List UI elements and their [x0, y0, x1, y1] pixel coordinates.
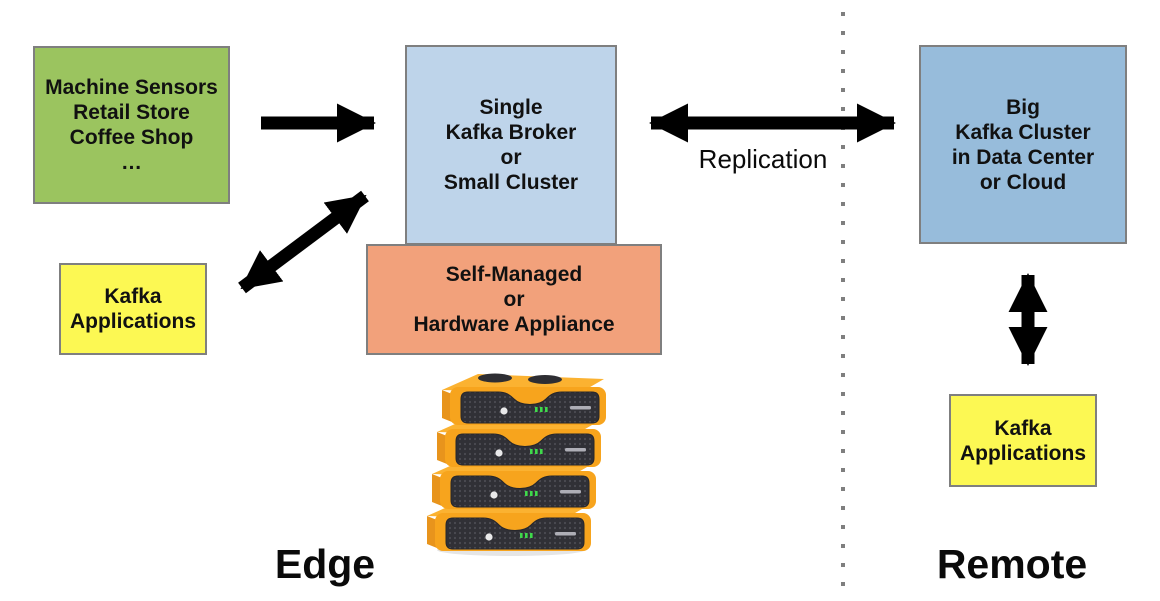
box-line: Self-Managed: [445, 263, 583, 286]
replication-label: Replication: [698, 144, 828, 174]
box-line: Applications: [959, 441, 1086, 465]
box-line: or: [503, 288, 525, 311]
arrow-edge-apps-broker-bidirectional: [238, 190, 369, 294]
box-line: Single: [479, 96, 543, 119]
box-self-managed-or-hardware-appliance: Self-Managed or Hardware Appliance: [366, 244, 662, 355]
box-single-kafka-broker: Single Kafka Broker or Small Cluster: [405, 45, 617, 245]
box-line: Small Cluster: [443, 171, 579, 194]
box-line: Big: [1006, 95, 1040, 119]
remote-region-label: Remote: [936, 541, 1088, 587]
box-line: or: [500, 146, 522, 169]
box-line: Coffee Shop: [69, 126, 194, 149]
box-line: Applications: [69, 310, 196, 333]
box-line: Kafka: [994, 416, 1052, 440]
box-line: Hardware Appliance: [413, 313, 615, 336]
edge-hardware-stack-illustration: [426, 373, 607, 556]
box-big-kafka-cluster: Big Kafka Cluster in Data Center or Clou…: [919, 45, 1127, 244]
box-remote-kafka-applications: Kafka Applications: [949, 394, 1097, 487]
box-line: or Cloud: [979, 170, 1067, 194]
box-line: Kafka Broker: [445, 121, 577, 144]
box-line: Kafka Cluster: [955, 120, 1091, 144]
edge-region-label: Edge: [274, 541, 376, 587]
box-line: …: [121, 151, 142, 174]
box-line: Machine Sensors: [45, 76, 218, 99]
box-line: in Data Center: [951, 145, 1095, 169]
box-edge-kafka-applications: Kafka Applications: [59, 263, 207, 355]
box-data-sources: Machine Sensors Retail Store Coffee Shop…: [33, 46, 230, 204]
box-line: Kafka: [104, 285, 162, 308]
box-line: Retail Store: [73, 101, 190, 124]
